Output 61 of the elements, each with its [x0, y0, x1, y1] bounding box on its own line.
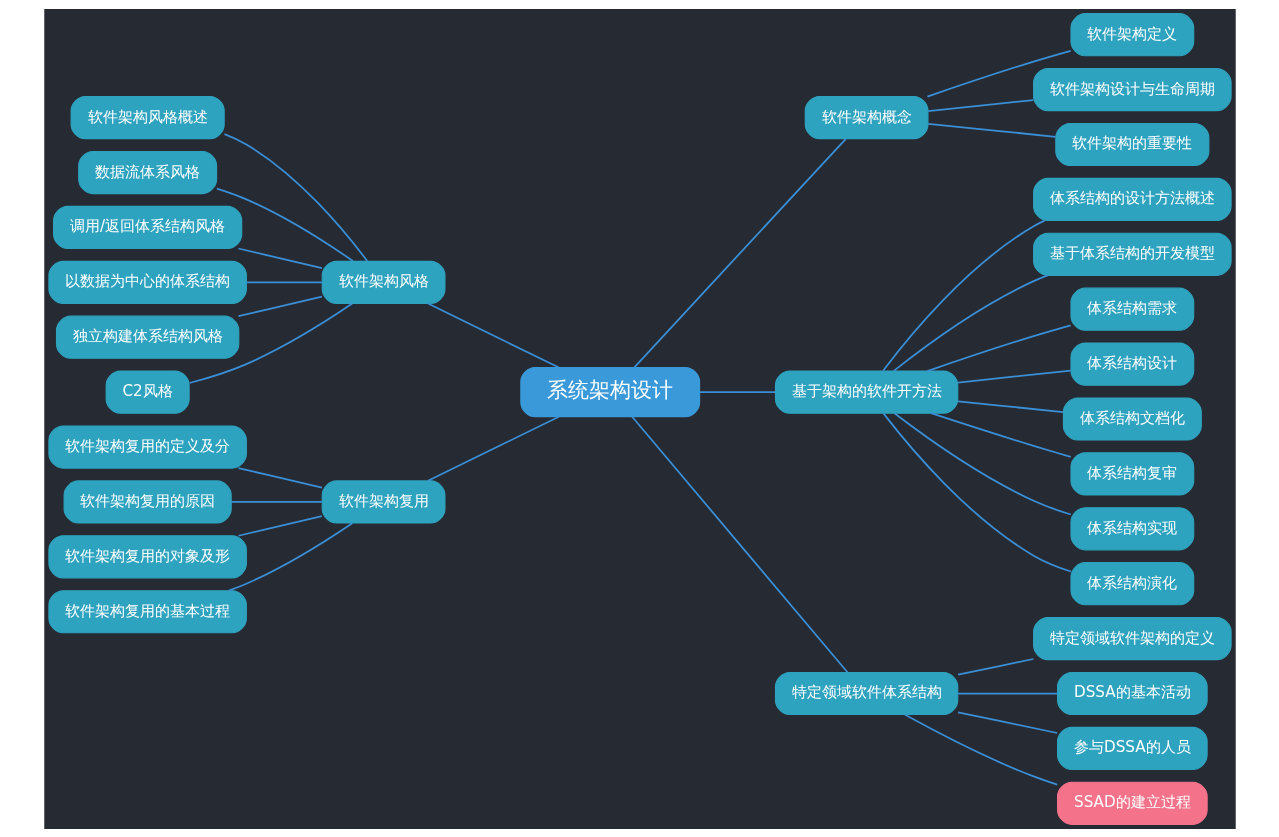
connector — [956, 369, 1072, 383]
node-box: 软件架构复用的原因 — [63, 479, 232, 524]
node-box: 软件架构风格 — [321, 260, 445, 304]
connector — [698, 390, 776, 393]
node-box: 软件架构复用的对象及形 — [47, 534, 247, 578]
node-box: 体系结构复审 — [1069, 451, 1194, 495]
node-box: 调用/返回体系结构风格 — [52, 205, 242, 249]
node-box: DSSA的基本活动 — [1056, 671, 1208, 715]
connector — [893, 411, 1072, 515]
node-box: 软件架构复用 — [321, 479, 445, 524]
connector — [245, 280, 323, 283]
node-box: 软件架构定义 — [1069, 12, 1194, 56]
connector — [956, 710, 1058, 734]
node-box: 参与DSSA的人员 — [1056, 726, 1208, 770]
node-box: 软件架构概念 — [804, 95, 928, 139]
connector — [881, 219, 1045, 372]
connector — [229, 500, 323, 503]
connector — [223, 132, 368, 262]
node-box: SSAD的建立过程 — [1056, 781, 1208, 825]
node-box: 系统架构设计 — [519, 366, 700, 417]
connector — [188, 302, 353, 384]
connector — [929, 411, 1072, 458]
connector — [926, 49, 1072, 97]
connector — [926, 323, 1072, 372]
node-box: 软件架构复用的定义及分 — [47, 424, 247, 469]
connector — [215, 187, 354, 262]
node-box: C2风格 — [105, 370, 190, 414]
node-box: 独立构建体系结构风格 — [55, 315, 239, 359]
node-box: 特定领域软件架构的定义 — [1032, 616, 1232, 660]
node-box: 体系结构需求 — [1069, 287, 1194, 331]
connector — [237, 466, 323, 489]
connector — [926, 122, 1056, 138]
connector — [956, 692, 1058, 694]
node-box: 体系结构实现 — [1069, 506, 1194, 550]
connector — [633, 137, 847, 368]
connector — [227, 521, 353, 591]
connector — [237, 295, 323, 317]
node-box: 以数据为中心的体系结构 — [47, 260, 247, 304]
connector — [426, 415, 560, 482]
node-box: 体系结构文档化 — [1062, 396, 1202, 441]
node-box: 数据流体系风格 — [77, 150, 217, 194]
connector — [956, 657, 1034, 676]
node-box: 软件架构风格概述 — [70, 95, 225, 139]
node-box: 体系结构设计 — [1069, 342, 1194, 386]
node-box: 软件架构设计与生命周期 — [1032, 67, 1232, 111]
node-box: 软件架构复用的基本过程 — [47, 589, 247, 633]
node-box: 体系结构演化 — [1069, 561, 1194, 605]
connector — [926, 98, 1034, 112]
connector — [892, 274, 1048, 372]
connector — [630, 415, 848, 673]
node-box: 体系结构的设计方法概述 — [1032, 177, 1232, 221]
connector — [903, 713, 1058, 785]
connector — [237, 514, 323, 537]
node-box: 基于架构的软件开方法 — [774, 370, 958, 414]
node-box: 软件架构的重要性 — [1054, 122, 1209, 166]
connector — [882, 412, 1072, 572]
connector — [237, 247, 323, 269]
node-box: 基于体系结构的开发模型 — [1032, 232, 1232, 276]
connector — [426, 302, 560, 368]
node-box: 特定领域软件体系结构 — [774, 671, 958, 715]
connector — [956, 399, 1064, 413]
